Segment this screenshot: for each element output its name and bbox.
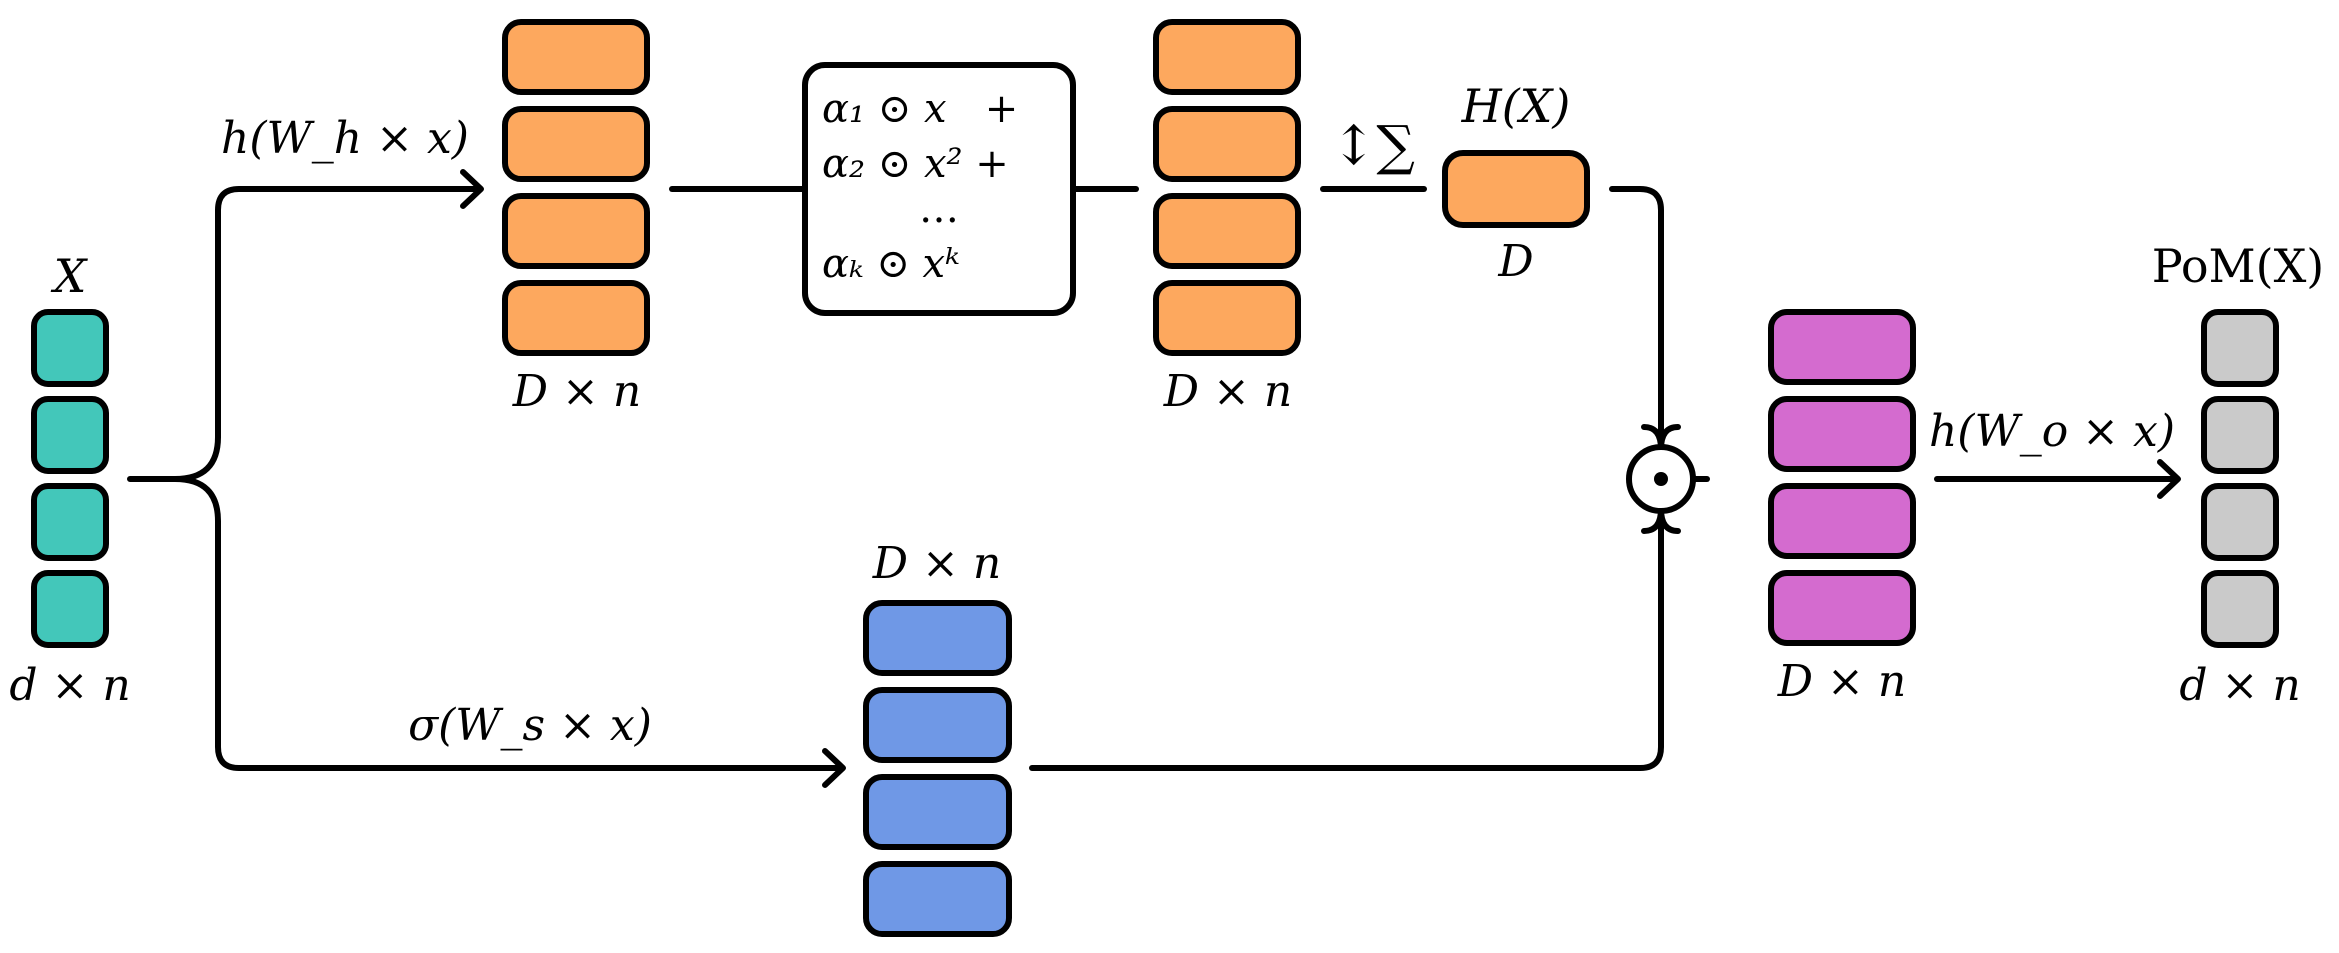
selection-branch-wire [172,476,843,771]
gated-block [1768,396,1916,472]
poly-term-k: αₖ ⊙ xᵏ [822,241,960,287]
expanded-block [1153,106,1301,182]
hidden-map-label: h(W_h × x) [221,113,469,164]
selection-branch-arrowhead [822,748,846,788]
product-dot [1654,472,1668,486]
selection-stack [863,600,1012,937]
hidden-stack [502,19,650,356]
input-dims: d × n [9,660,130,711]
output-block [2201,396,2279,474]
selection-block [863,687,1012,763]
polynomial-box [802,62,1076,316]
aggregate-block [1442,150,1590,228]
expanded-dims: D × n [1163,366,1292,417]
gated-block [1768,309,1916,385]
hidden-block [502,19,650,95]
selection-to-product-wire [1029,503,1664,771]
selection-map-label: σ(W_s × x) [408,700,652,751]
hidden-branch-wire [215,186,481,440]
output-dims: d × n [2179,660,2300,711]
labels: X d × n h(W_h × x) D × n α₁ ⊙ x + α₂ ⊙ x… [9,79,2324,751]
selection-block [863,600,1012,676]
selection-dims: D × n [872,538,1001,589]
gated-block [1768,570,1916,646]
poly-term-2: α₂ ⊙ x² + [822,141,1009,187]
input-block [31,483,109,561]
input-title: X [51,249,89,303]
aggregate-to-product-wire [1609,186,1664,455]
output-block [2201,483,2279,561]
hidden-block [502,193,650,269]
aggregate-dims: D [1497,236,1533,287]
selection-block [863,774,1012,850]
aggregate-title: H(X) [1461,79,1571,133]
hidden-block [502,280,650,356]
expanded-block [1153,193,1301,269]
gated-block [1768,483,1916,559]
hidden-branch-arrowhead [460,169,484,209]
poly-ellipsis: … [919,186,959,232]
output-title: PoM(X) [2152,239,2325,293]
gated-stack [1768,309,1916,646]
product-operator [1626,444,1696,514]
gated-dims: D × n [1777,656,1906,707]
input-block [31,570,109,648]
input-stack [31,309,109,648]
input-wire [127,434,221,482]
output-map-label: h(W_o × x) [1929,406,2175,457]
poly-term-1: α₁ ⊙ x + [822,86,1018,132]
connectors [127,169,2181,788]
hidden-dims: D × n [512,366,641,417]
output-block [2201,309,2279,387]
selection-block [863,861,1012,937]
output-arrowhead [2157,459,2181,499]
input-block [31,396,109,474]
hidden-block [502,106,650,182]
sum-operator: ↕∑ [1331,114,1415,177]
expanded-stack [1153,19,1301,356]
output-stack [2201,309,2279,648]
expanded-block [1153,19,1301,95]
input-block [31,309,109,387]
expanded-block [1153,280,1301,356]
output-block [2201,570,2279,648]
